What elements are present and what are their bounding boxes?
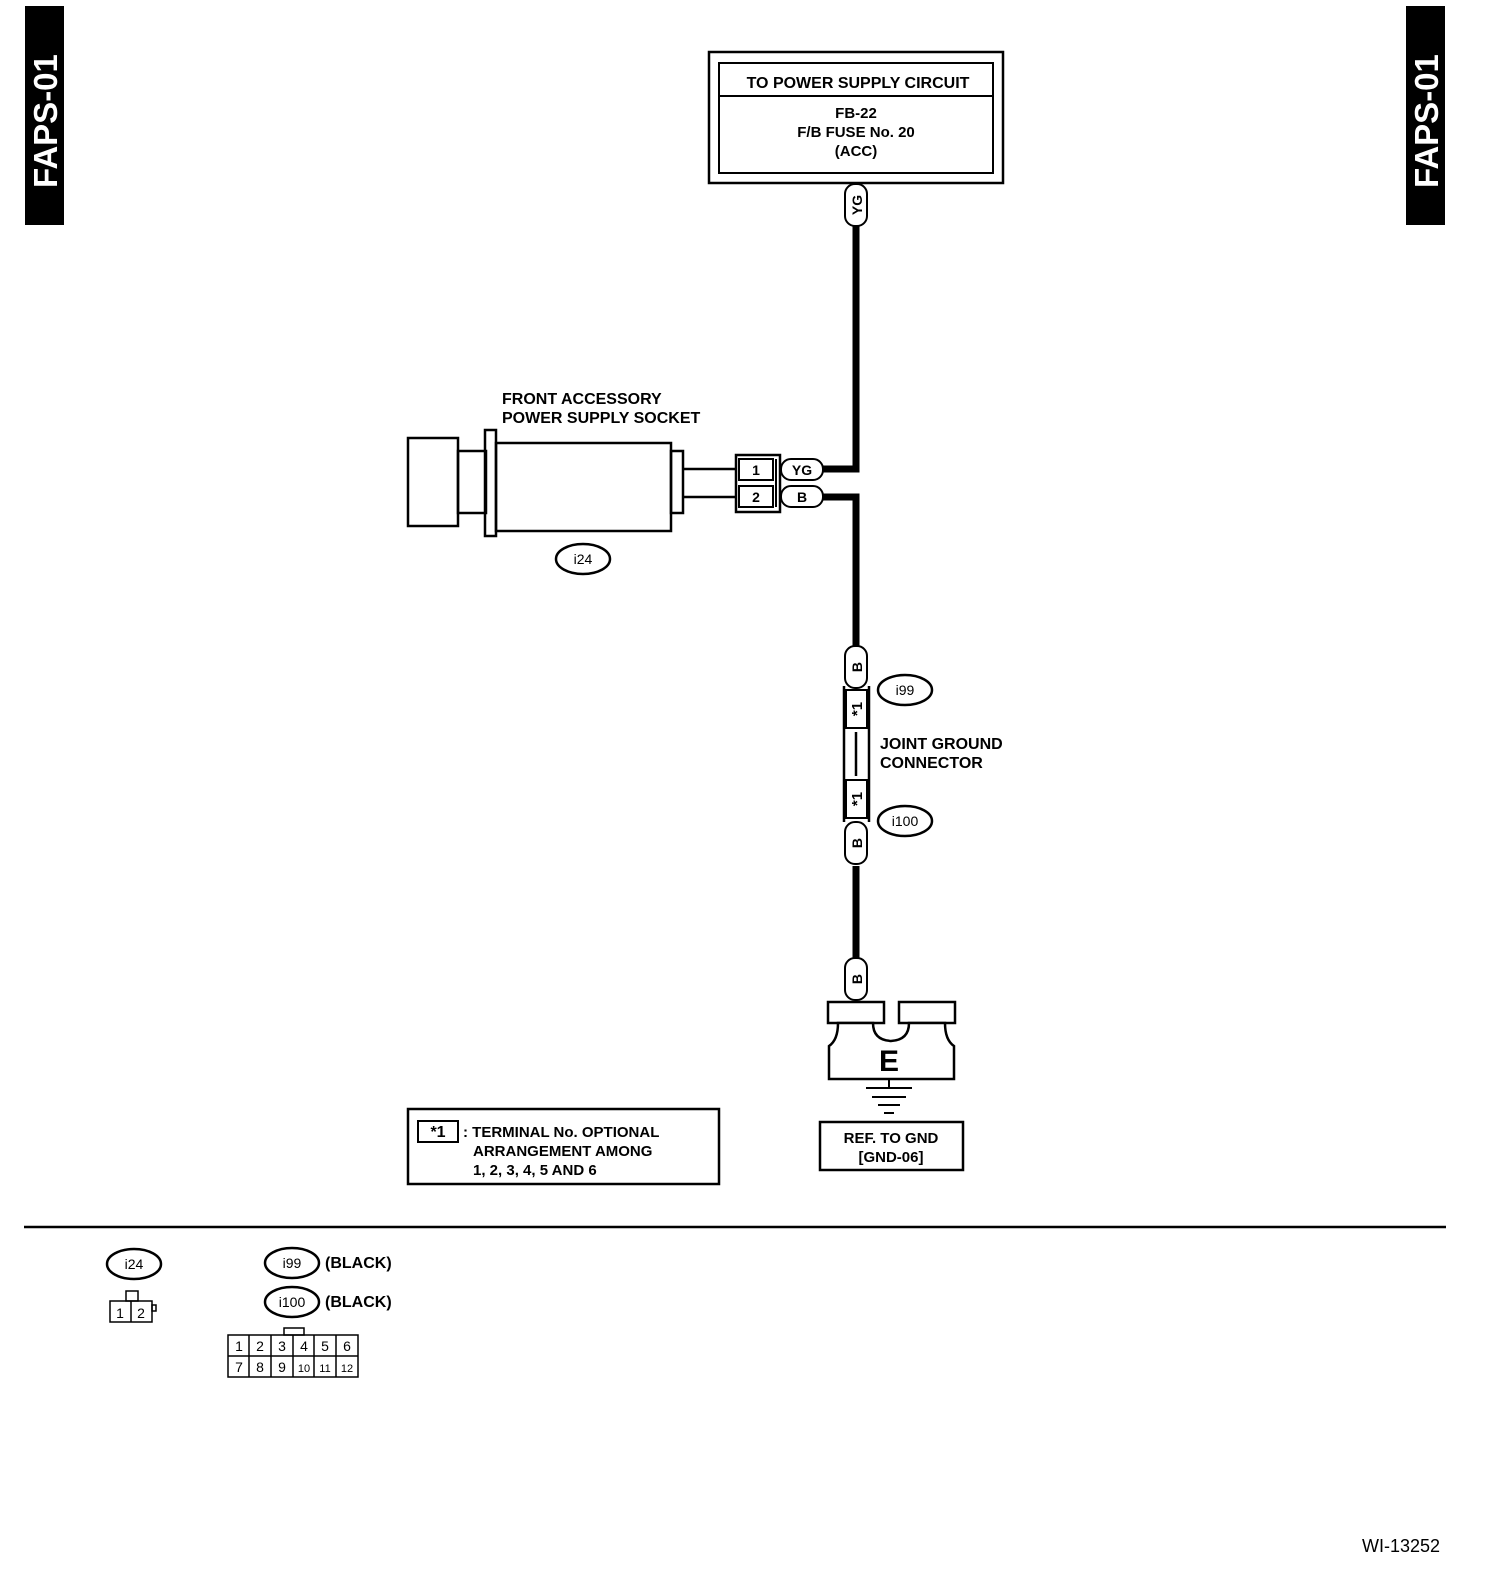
power-supply-line2: F/B FUSE No. 20	[797, 124, 915, 141]
wire-tag-ground-lower-text: B	[849, 838, 865, 848]
wire-tag-ground-upper-text: B	[849, 662, 865, 672]
power-supply-box: TO POWER SUPPLY CIRCUIT FB-22 F/B FUSE N…	[707, 50, 1005, 185]
wire-tag-ground-upper: B	[844, 645, 868, 689]
socket-label-line2: POWER SUPPLY SOCKET	[502, 410, 700, 427]
wire-tag-pin1-text: YG	[792, 462, 812, 478]
socket-connector-i24-pins: 1 2	[734, 453, 782, 514]
pin-label: 9	[278, 1359, 286, 1375]
wire-tag-pin2-text: B	[797, 489, 807, 505]
page-tag-right: FAPS-01	[1406, 6, 1445, 225]
ground-symbol-letter: E	[879, 1045, 899, 1078]
socket-pin1: 1	[752, 462, 760, 478]
legend-i99: i99 (BLACK)	[263, 1246, 392, 1280]
power-supply-line3: (ACC)	[835, 143, 878, 160]
wire-tag-ground-terminal: B	[844, 957, 868, 1001]
pin-label: 4	[300, 1338, 308, 1354]
wire-tag-pin1: YG	[780, 458, 824, 481]
connector-id-i99: i99	[876, 673, 934, 707]
ground-ref-line2: [GND-06]	[858, 1149, 923, 1166]
wire-tag-ground-lower: B	[844, 821, 868, 865]
joint-ground-connector	[842, 686, 871, 822]
socket-label-line1: FRONT ACCESSORY	[502, 391, 662, 408]
power-supply-title: TO POWER SUPPLY CIRCUIT	[747, 75, 970, 92]
connector-id-i100: i100	[876, 804, 934, 838]
connector-id-i24: i24	[554, 542, 612, 576]
legend-i24-id: i24	[125, 1256, 144, 1272]
wire-yg	[823, 226, 860, 473]
joint-connector-label-line1: JOINT GROUND	[880, 736, 1003, 753]
figure-id: WI-13252	[1362, 1536, 1440, 1556]
note-line1: : TERMINAL No. OPTIONAL	[463, 1124, 659, 1141]
note-line3: 1, 2, 3, 4, 5 AND 6	[473, 1162, 597, 1179]
pin-label: 5	[321, 1338, 329, 1354]
wire-tag-pin2: B	[780, 485, 824, 508]
legend-i100-id: i100	[279, 1294, 306, 1310]
page-tag-left-text: FAPS-01	[27, 54, 64, 188]
pin-label: 2	[256, 1338, 264, 1354]
connector-id-i99-text: i99	[896, 682, 915, 698]
wire-paths	[823, 226, 860, 962]
wire-tag-top: YG	[844, 183, 868, 227]
joint-terminal-mark-upper: *1	[849, 702, 866, 716]
ground-ref-line1: REF. TO GND	[844, 1130, 939, 1147]
ground-terminal	[826, 1000, 957, 1081]
pin-label: 3	[278, 1338, 286, 1354]
wire-tag-top-text: YG	[849, 195, 865, 215]
legend-i99-color: (BLACK)	[325, 1255, 392, 1272]
wire-b-upper	[823, 493, 860, 650]
power-socket-drawing	[406, 428, 736, 538]
note-box: *1 : TERMINAL No. OPTIONAL ARRANGEMENT A…	[406, 1107, 721, 1186]
legend-twelve-pin-connector: 1 2 3 4 5 6 7 8 9 10 11 12	[227, 1327, 359, 1378]
connector-id-i100-text: i100	[892, 813, 919, 829]
power-supply-line1: FB-22	[835, 105, 877, 122]
pin-label: 1	[235, 1338, 243, 1354]
pin-label: 6	[343, 1338, 351, 1354]
pin-label: 8	[256, 1359, 264, 1375]
pin-label: 7	[235, 1359, 243, 1375]
page-tag-left: FAPS-01	[25, 6, 64, 225]
legend-i24-connector-face	[109, 1290, 157, 1323]
joint-connector-label-line2: CONNECTOR	[880, 755, 983, 772]
legend-i24: i24 1 2	[105, 1247, 163, 1323]
wire-tag-ground-terminal-text: B	[849, 974, 865, 984]
note-line2: ARRANGEMENT AMONG	[473, 1143, 652, 1160]
pin-label: 11	[319, 1363, 330, 1375]
legend-i24-pin1: 1	[116, 1305, 124, 1321]
legend-i100-color: (BLACK)	[325, 1294, 392, 1311]
pin-label: 10	[298, 1363, 310, 1375]
legend-i99-id: i99	[283, 1255, 302, 1271]
socket-label: FRONT ACCESSORY POWER SUPPLY SOCKET	[502, 391, 700, 427]
page-tag-right-text: FAPS-01	[1408, 54, 1445, 188]
ground-reference-box: REF. TO GND [GND-06]	[818, 1120, 965, 1172]
connector-id-i24-text: i24	[574, 551, 593, 567]
note-mark: *1	[430, 1124, 445, 1141]
pin-label: 12	[341, 1363, 353, 1375]
legend-i100: i100 (BLACK)	[263, 1285, 392, 1319]
ground-icon	[866, 1079, 912, 1114]
socket-pin2: 2	[752, 489, 760, 505]
legend-twelve-pin-labels: 1 2 3 4 5 6 7 8 9 10 11 12	[235, 1338, 353, 1375]
joint-terminal-mark-lower: *1	[849, 792, 866, 806]
legend-i24-pin2: 2	[137, 1305, 145, 1321]
